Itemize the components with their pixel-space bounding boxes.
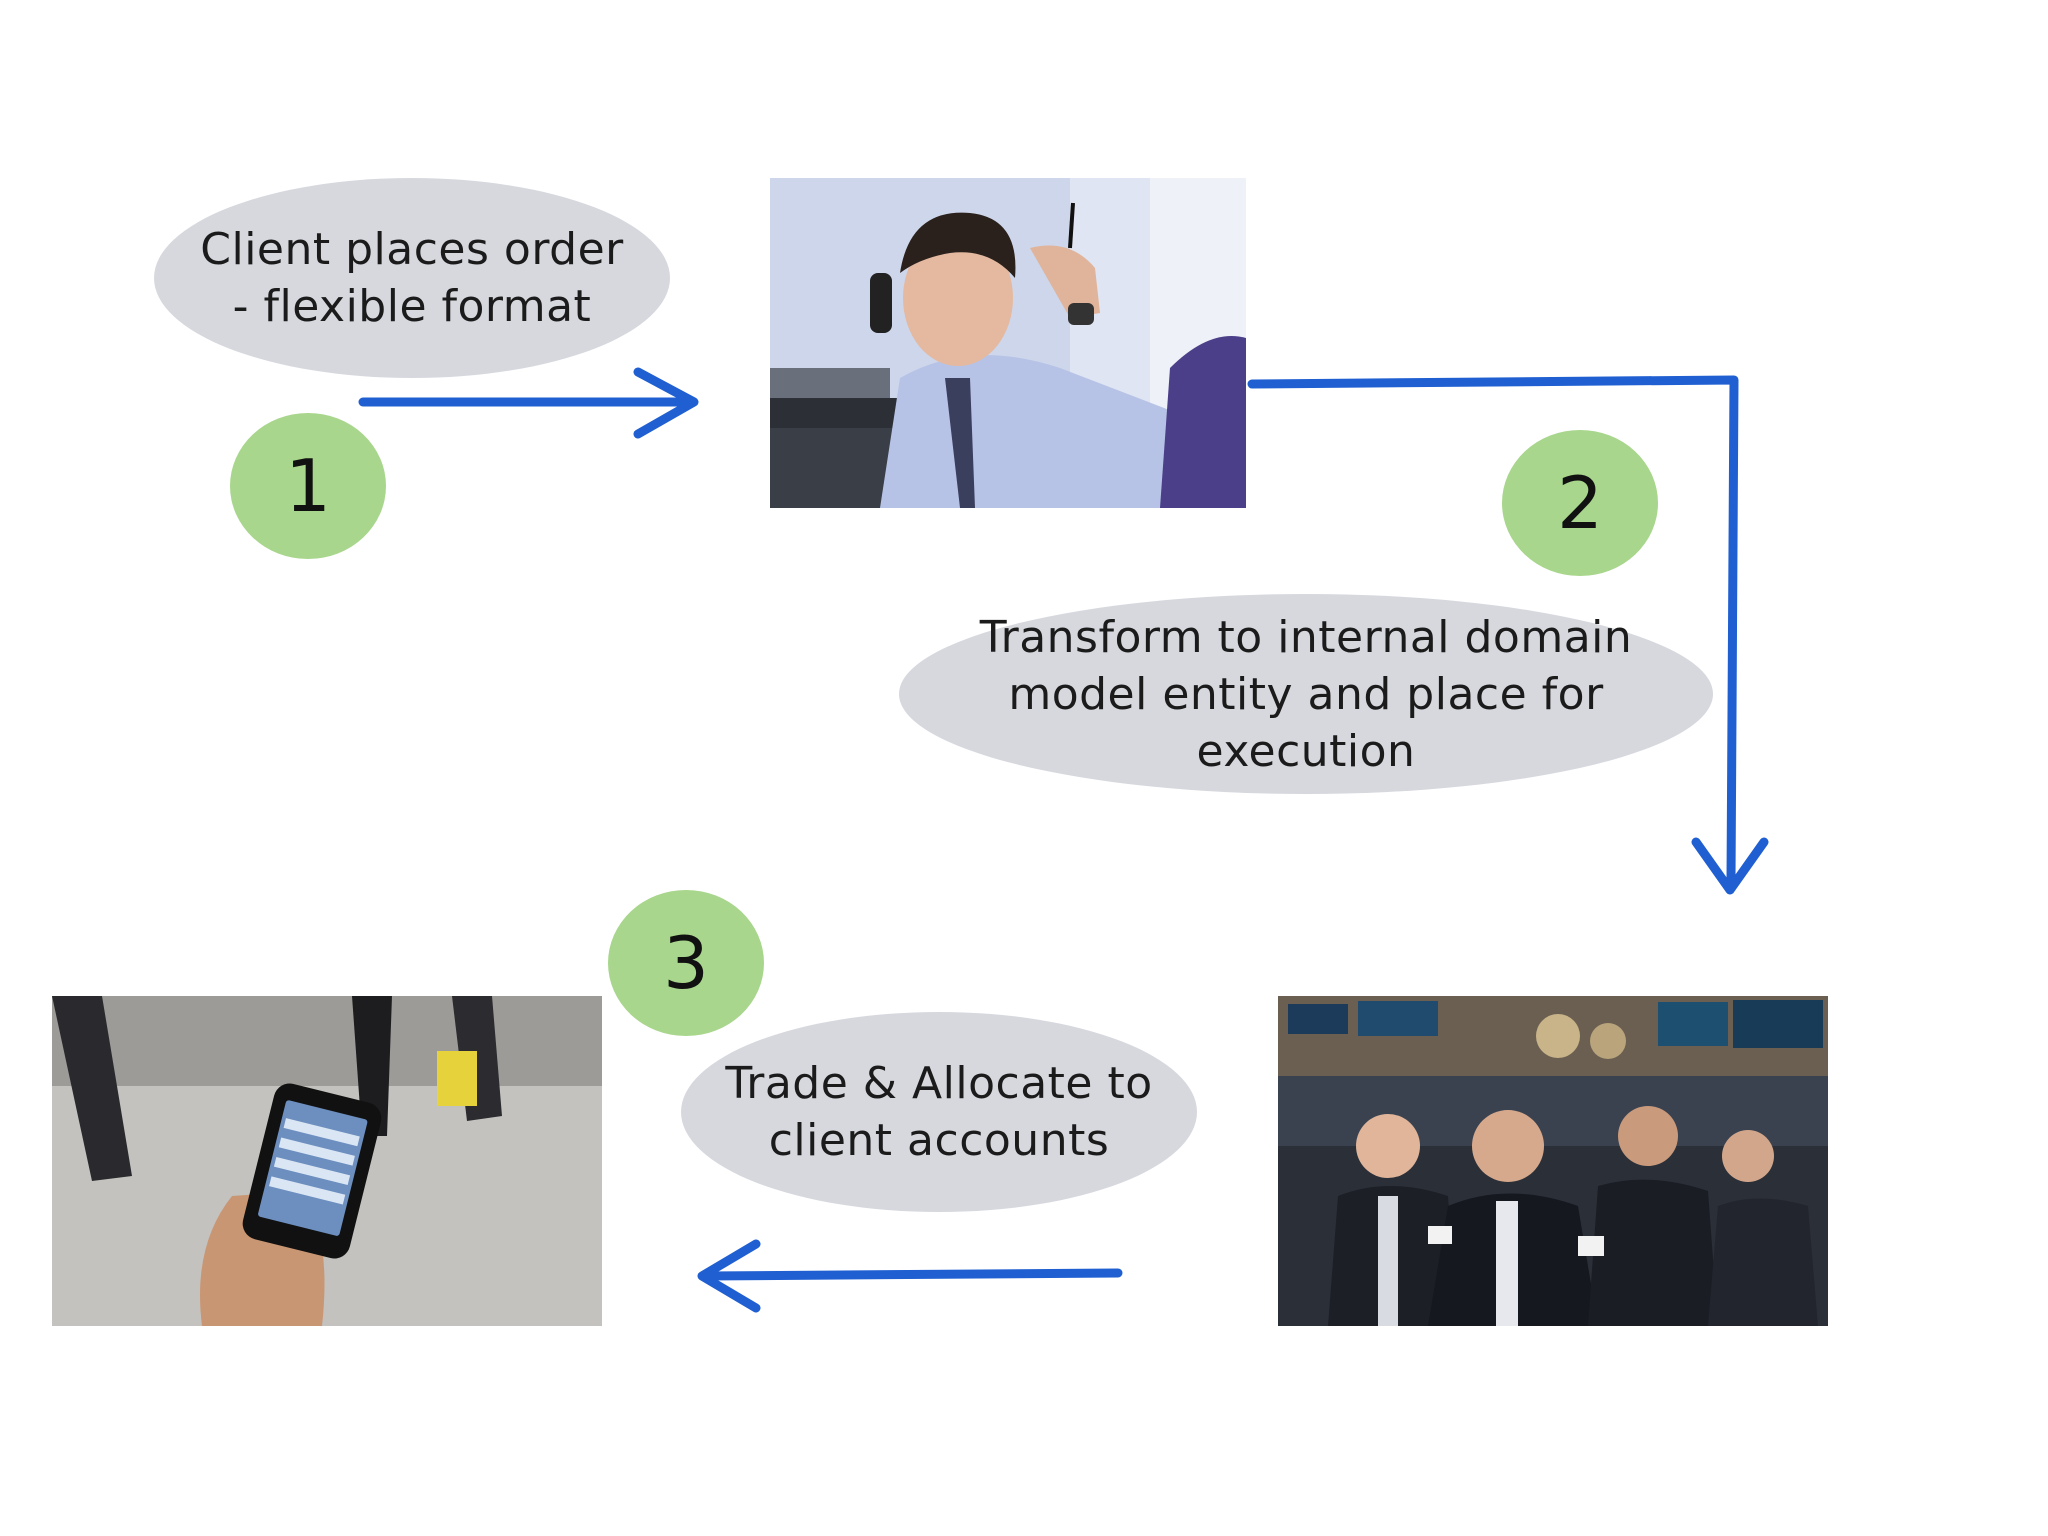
step-3-number: 3 — [663, 921, 709, 1005]
trading-floor-photo — [1278, 996, 1828, 1326]
step-2-number: 2 — [1557, 461, 1603, 545]
step-2-circle: 2 — [1502, 430, 1658, 576]
arrow-step-1-head — [633, 367, 699, 439]
step-3-label: Trade & Allocate to client accounts — [725, 1058, 1153, 1166]
step-1-circle: 1 — [230, 413, 386, 559]
arrow-step-3 — [701, 1268, 1123, 1281]
trader-on-phone-photo — [770, 178, 1246, 508]
smartphone-in-hand-photo — [52, 996, 602, 1326]
step-2-label: Transform to internal domain model entit… — [979, 611, 1633, 777]
step-1-number: 1 — [285, 444, 331, 528]
arrow-step-3-head — [697, 1239, 761, 1313]
step-3-bubble: Trade & Allocate to client accounts — [681, 1012, 1197, 1212]
step-2-bubble: Transform to internal domain model entit… — [899, 594, 1713, 794]
step-1-bubble: Client places order - flexible format — [154, 178, 670, 378]
step-1-label: Client places order - flexible format — [200, 224, 624, 332]
arrow-step-2-head — [1691, 837, 1769, 895]
step-3-circle: 3 — [608, 890, 764, 1036]
